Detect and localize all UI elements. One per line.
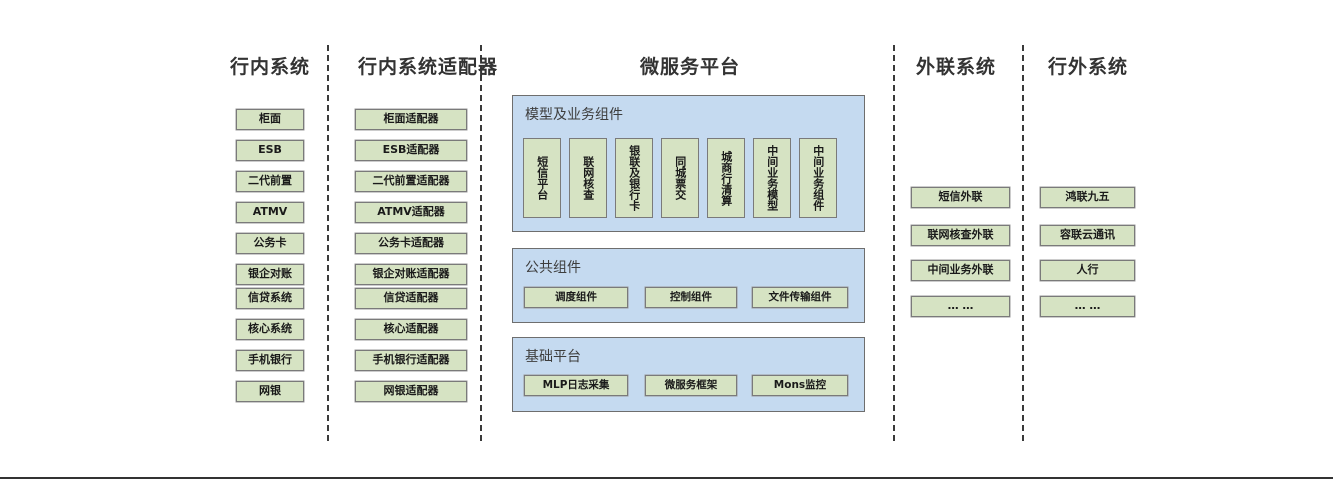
column-title-internal-systems: 行内系统 <box>229 56 310 78</box>
column-title-internal-adapters: 行内系统适配器 <box>357 56 498 78</box>
panel-title-basic-platform: 基础平台 <box>525 349 581 365</box>
node-internal-system[interactable]: 手机银行 <box>236 350 304 371</box>
node-external-liaison[interactable]: 短信外联 <box>911 187 1010 208</box>
node-outside-system[interactable]: 容联云通讯 <box>1040 225 1135 246</box>
node-model-component[interactable]: 中间业务组件 <box>799 138 837 218</box>
node-outside-system[interactable]: … … <box>1040 296 1135 317</box>
node-label: 短信平台 <box>535 156 549 200</box>
node-internal-adapter[interactable]: ATMV适配器 <box>355 202 467 223</box>
node-label: 中间业务组件 <box>811 145 825 211</box>
node-internal-adapter[interactable]: 网银适配器 <box>355 381 467 402</box>
column-divider-2 <box>480 45 482 441</box>
node-internal-system[interactable]: 网银 <box>236 381 304 402</box>
node-internal-system[interactable]: 二代前置 <box>236 171 304 192</box>
node-public-component[interactable]: 控制组件 <box>645 287 737 308</box>
node-external-liaison[interactable]: 联网核查外联 <box>911 225 1010 246</box>
node-label: 银联及银行卡 <box>627 145 641 211</box>
node-internal-system[interactable]: 银企对账 <box>236 264 304 285</box>
node-label: 城商行清算 <box>719 150 733 206</box>
panel-basic-platform: 基础平台 <box>512 337 865 412</box>
node-internal-system[interactable]: 公务卡 <box>236 233 304 254</box>
node-label: 同城票交 <box>673 156 687 200</box>
node-model-component[interactable]: 中间业务模型 <box>753 138 791 218</box>
node-label: 联网核查 <box>581 156 595 200</box>
node-internal-system[interactable]: 核心系统 <box>236 319 304 340</box>
node-external-liaison[interactable]: 中间业务外联 <box>911 260 1010 281</box>
column-divider-4 <box>1022 45 1024 441</box>
node-internal-system[interactable]: ESB <box>236 140 304 161</box>
node-internal-adapter[interactable]: ESB适配器 <box>355 140 467 161</box>
node-outside-system[interactable]: 鸿联九五 <box>1040 187 1135 208</box>
node-internal-adapter[interactable]: 公务卡适配器 <box>355 233 467 254</box>
node-outside-system[interactable]: 人行 <box>1040 260 1135 281</box>
node-model-component[interactable]: 短信平台 <box>523 138 561 218</box>
panel-title-public-components: 公共组件 <box>525 260 581 276</box>
node-internal-adapter[interactable]: 手机银行适配器 <box>355 350 467 371</box>
node-model-component[interactable]: 联网核查 <box>569 138 607 218</box>
node-internal-adapter[interactable]: 信贷适配器 <box>355 288 467 309</box>
node-model-component[interactable]: 银联及银行卡 <box>615 138 653 218</box>
node-internal-system[interactable]: 信贷系统 <box>236 288 304 309</box>
column-divider-3 <box>893 45 895 441</box>
node-internal-adapter[interactable]: 二代前置适配器 <box>355 171 467 192</box>
node-basic-platform-component[interactable]: MLP日志采集 <box>524 375 628 396</box>
column-title-external-liaison: 外联系统 <box>915 56 996 78</box>
node-basic-platform-component[interactable]: Mons监控 <box>752 375 848 396</box>
panel-public-components: 公共组件 <box>512 248 865 323</box>
column-title-microservice-platform: 微服务平台 <box>639 56 740 78</box>
node-internal-adapter[interactable]: 银企对账适配器 <box>355 264 467 285</box>
panel-title-model-business-components: 模型及业务组件 <box>525 107 623 123</box>
column-divider-1 <box>327 45 329 441</box>
node-basic-platform-component[interactable]: 微服务框架 <box>645 375 737 396</box>
node-public-component[interactable]: 调度组件 <box>524 287 628 308</box>
column-title-outside-systems: 行外系统 <box>1047 56 1128 78</box>
node-model-component[interactable]: 同城票交 <box>661 138 699 218</box>
node-external-liaison[interactable]: … … <box>911 296 1010 317</box>
node-model-component[interactable]: 城商行清算 <box>707 138 745 218</box>
page-bottom-rule <box>0 477 1333 479</box>
node-internal-system[interactable]: 柜面 <box>236 109 304 130</box>
node-internal-adapter[interactable]: 柜面适配器 <box>355 109 467 130</box>
node-public-component[interactable]: 文件传输组件 <box>752 287 848 308</box>
node-internal-adapter[interactable]: 核心适配器 <box>355 319 467 340</box>
node-label: 中间业务模型 <box>765 145 779 211</box>
node-internal-system[interactable]: ATMV <box>236 202 304 223</box>
